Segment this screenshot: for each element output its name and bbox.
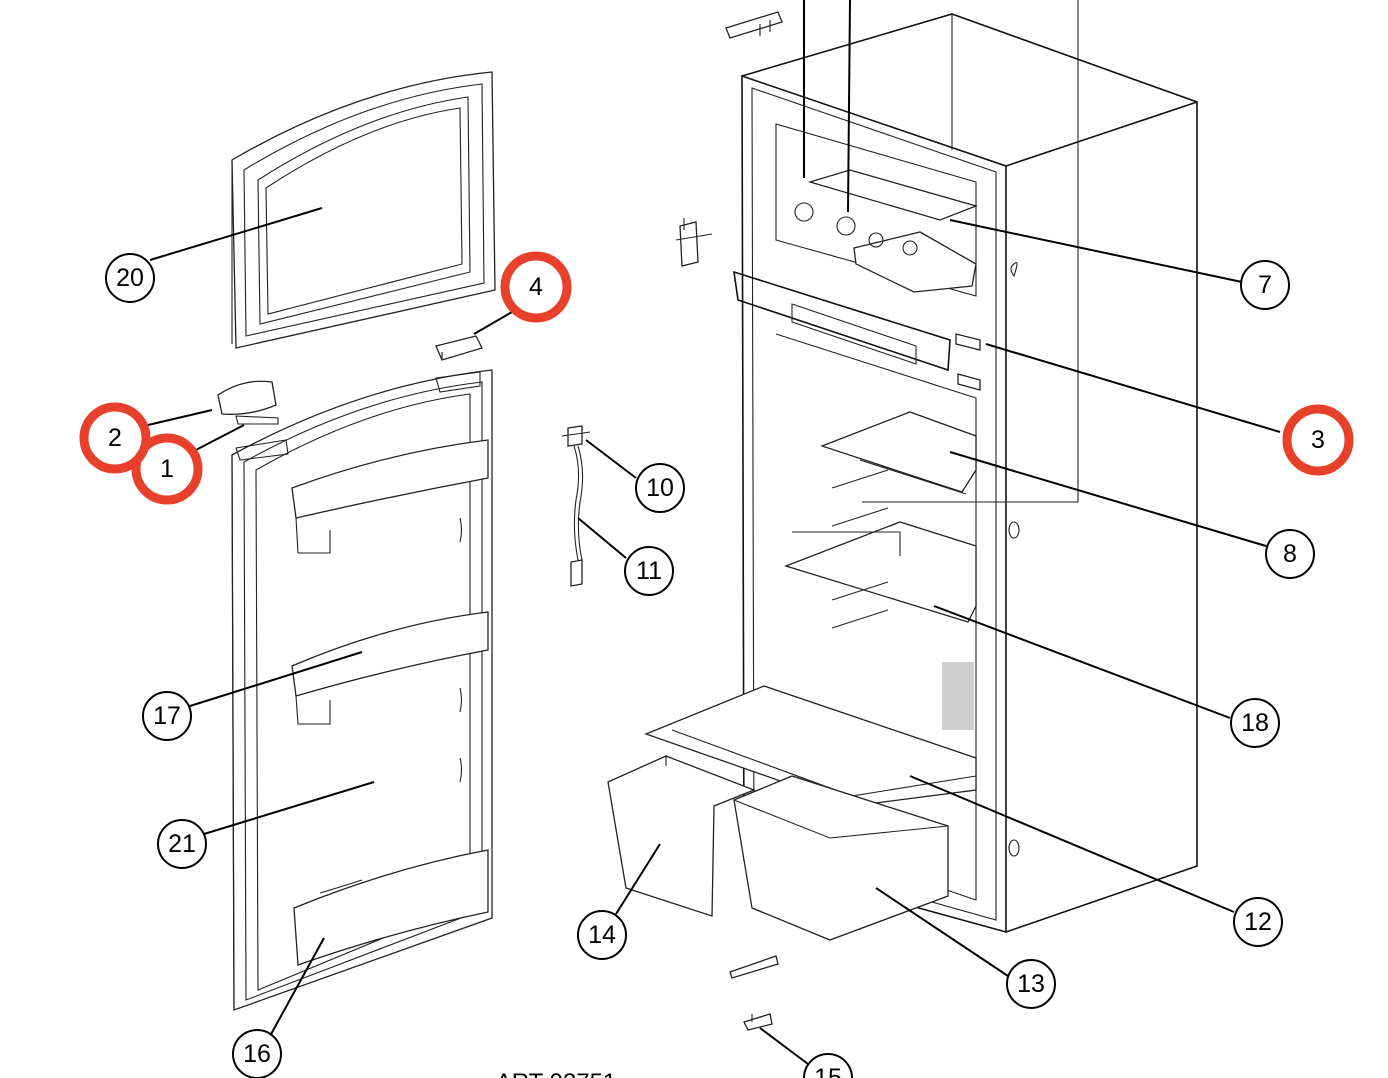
callout-label: 14: [588, 921, 616, 949]
bottom-hinge: [729, 955, 779, 979]
callout-label: 11: [636, 557, 662, 585]
callout-label: 12: [1244, 908, 1272, 936]
callout-12: 12: [1233, 897, 1283, 947]
crisper-bin-left: [607, 755, 756, 917]
callout-2: 2: [79, 402, 151, 474]
hinge-pin-15: [743, 1013, 773, 1031]
leader-lines: [147, 0, 1281, 1065]
thermostat-sensor: [561, 425, 591, 587]
middle-hinge: [675, 218, 713, 267]
callout-13: 13: [1006, 959, 1056, 1009]
callout-label: 18: [1241, 709, 1269, 737]
top-hinge: [725, 11, 783, 39]
callout-label: 2: [108, 424, 122, 452]
callout-label: 20: [116, 264, 144, 292]
callout-label: 10: [646, 474, 674, 502]
callout-16: 16: [232, 1029, 282, 1078]
fridge-door: [231, 369, 493, 1011]
callout-17: 17: [142, 691, 192, 741]
callout-11: 11: [624, 546, 674, 596]
hinge-bracket-3: [955, 333, 981, 391]
callout-label: 16: [243, 1040, 271, 1068]
callout-7: 7: [1240, 260, 1290, 310]
crisper-bin-right: [733, 775, 949, 941]
callout-label: 15: [814, 1064, 842, 1078]
callout-4: 4: [500, 251, 572, 323]
art-number: ART 02751: [496, 1069, 617, 1078]
door-handle-cap: [435, 335, 483, 361]
callout-14: 14: [577, 910, 627, 960]
callout-10: 10: [635, 463, 685, 513]
callout-label: 8: [1283, 540, 1297, 568]
callout-label: 21: [168, 830, 196, 858]
callout-18: 18: [1230, 698, 1280, 748]
callout-1: 1: [131, 433, 203, 505]
callout-21: 21: [157, 819, 207, 869]
callout-20: 20: [105, 253, 155, 303]
callout-15: 15: [803, 1053, 853, 1078]
callout-label: 3: [1311, 426, 1325, 454]
callout-label: 7: [1258, 271, 1272, 299]
callout-label: 13: [1017, 970, 1045, 998]
callout-label: 17: [153, 702, 181, 730]
callout-3: 3: [1282, 404, 1354, 476]
freezer-door: [231, 71, 496, 349]
callout-label: 4: [529, 273, 543, 301]
callout-8: 8: [1265, 529, 1315, 579]
callout-label: 1: [160, 455, 174, 483]
door-hinge-cover: [217, 380, 279, 425]
refrigerator-cabinet: [644, 0, 1198, 934]
